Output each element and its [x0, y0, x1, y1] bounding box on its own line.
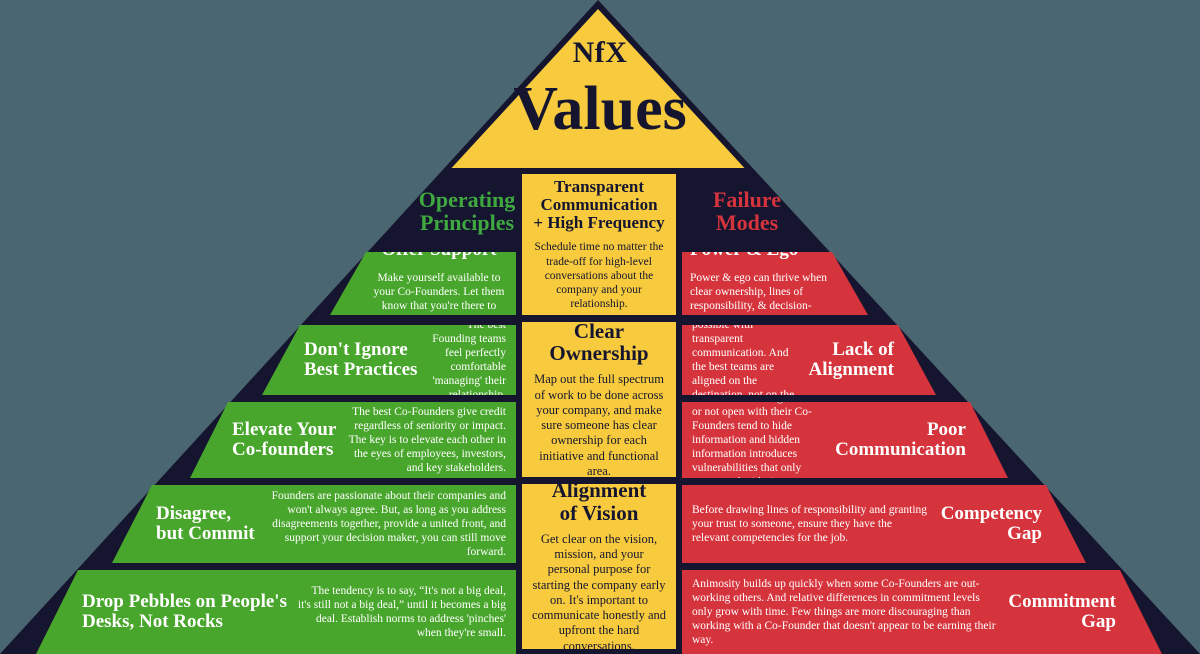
center-block-body: Schedule time no matter the trade-off fo… — [534, 241, 664, 310]
center-block-alignment-of-vision[interactable]: Alignment of Vision Get clear on the vis… — [522, 484, 676, 649]
principle-title: Disagree, but Commit — [156, 502, 255, 544]
center-block-body: Map out the full spectrum of work to be … — [534, 372, 664, 477]
principle-body: The tendency is to say, “It's not a big … — [297, 584, 506, 640]
principle-title: Elevate Your Co-founders — [232, 418, 337, 460]
failure-body: Before drawing lines of responsibility a… — [692, 503, 928, 544]
failure-block-power-and-ego[interactable]: Power & Ego Power & ego can thrive when … — [682, 252, 868, 315]
center-block-title: Clear Ownership — [549, 322, 649, 366]
failure-body: Alignment is only possible with transpar… — [692, 325, 794, 395]
principle-block-offer-support[interactable]: Offer Support Make yourself available to… — [330, 252, 516, 315]
failure-title: Power & Ego — [690, 252, 798, 261]
principle-body: The best Co-Founders give credit regardl… — [348, 405, 506, 475]
principle-title: Don't Ignore Best Practices — [304, 338, 418, 380]
center-block-title: Transparent Communication + High Frequen… — [533, 177, 665, 233]
center-block-transparent-communication[interactable]: Transparent Communication + High Frequen… — [522, 174, 676, 315]
operating-principles-line1: Operating — [418, 187, 516, 212]
failure-title: Commitment Gap — [1008, 590, 1116, 632]
principle-body: The best Founding teams feel perfectly c… — [432, 325, 506, 395]
failure-block-lack-of-alignment[interactable]: Lack of Alignment Alignment is only poss… — [682, 325, 936, 395]
failure-body: Animosity builds up quickly when some Co… — [692, 577, 996, 647]
center-block-body: Get clear on the vision, mission, and yo… — [532, 531, 666, 649]
principle-block-elevate-your-cofounders[interactable]: Elevate Your Co-founders The best Co-Fou… — [190, 402, 516, 478]
failure-modes-line2: Modes — [715, 210, 779, 236]
failure-body: Founders who are guarded or not open wit… — [692, 402, 814, 478]
failure-block-commitment-gap[interactable]: Commitment Gap Animosity builds up quick… — [682, 570, 1162, 654]
principle-block-dont-ignore-best-practices[interactable]: Don't Ignore Best Practices The best Fou… — [262, 325, 516, 395]
failure-modes-line1: Failure — [712, 187, 782, 212]
failure-block-poor-communication[interactable]: Poor Communication Founders who are guar… — [682, 402, 1008, 478]
failure-block-competency-gap[interactable]: Competency Gap Before drawing lines of r… — [682, 485, 1086, 563]
principle-body: Founders are passionate about their comp… — [271, 489, 506, 559]
failure-title: Competency Gap — [940, 502, 1042, 544]
principle-block-drop-pebbles[interactable]: Drop Pebbles on People's Desks, Not Rock… — [36, 570, 516, 654]
principle-title: Drop Pebbles on People's Desks, Not Rock… — [82, 590, 287, 632]
center-block-title: Alignment of Vision — [551, 484, 647, 525]
principle-body: Make yourself available to your Co-Found… — [373, 271, 505, 315]
failure-title: Lack of Alignment — [808, 338, 895, 380]
column-header-operating-principles: Operating Principles — [392, 188, 542, 234]
center-block-clear-ownership[interactable]: Clear Ownership Map out the full spectru… — [522, 322, 676, 477]
column-header-failure-modes: Failure Modes — [672, 188, 822, 234]
principle-title: Offer Support — [370, 252, 508, 261]
operating-principles-line2: Principles — [419, 210, 515, 236]
failure-body: Power & ego can thrive when clear owners… — [690, 271, 828, 315]
principle-block-disagree-but-commit[interactable]: Disagree, but Commit Founders are passio… — [112, 485, 516, 563]
failure-title: Poor Communication — [835, 418, 966, 460]
